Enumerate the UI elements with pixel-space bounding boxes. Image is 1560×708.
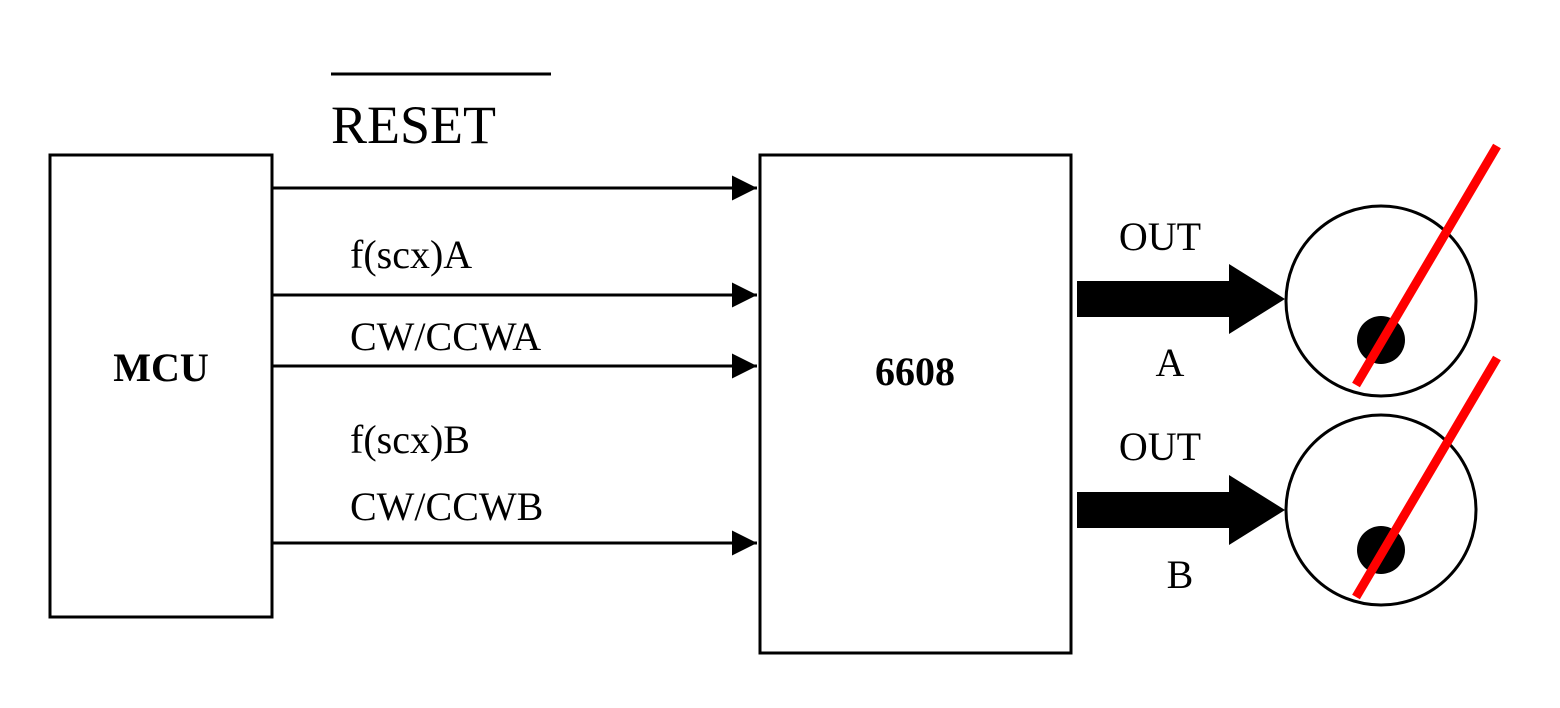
mcu-label: MCU — [113, 345, 209, 390]
motor-b-dial — [1284, 413, 1478, 607]
cwccw-b-label: CW/CCWB — [350, 484, 543, 529]
fscx-a-label: f(scx)A — [350, 232, 472, 277]
motor-b-needle — [1352, 355, 1501, 600]
fscx-b-label: f(scx)B — [350, 417, 470, 462]
out-a-channel: A — [1156, 340, 1185, 385]
out-a-label: OUT — [1119, 214, 1201, 259]
out-a-arrow — [1077, 264, 1285, 334]
out-b-arrow — [1077, 475, 1285, 545]
motor-a-needle — [1352, 143, 1501, 388]
out-b-label: OUT — [1119, 424, 1201, 469]
mcu-block — [48, 153, 274, 619]
motor-b — [1284, 355, 1501, 607]
reset-label: RESET — [331, 95, 496, 155]
out-b-channel: B — [1167, 552, 1194, 597]
driver-block — [758, 153, 1073, 655]
motor-a — [1284, 143, 1501, 398]
driver-label: 6608 — [875, 349, 955, 394]
cwccw-a-label: CW/CCWA — [350, 314, 541, 359]
